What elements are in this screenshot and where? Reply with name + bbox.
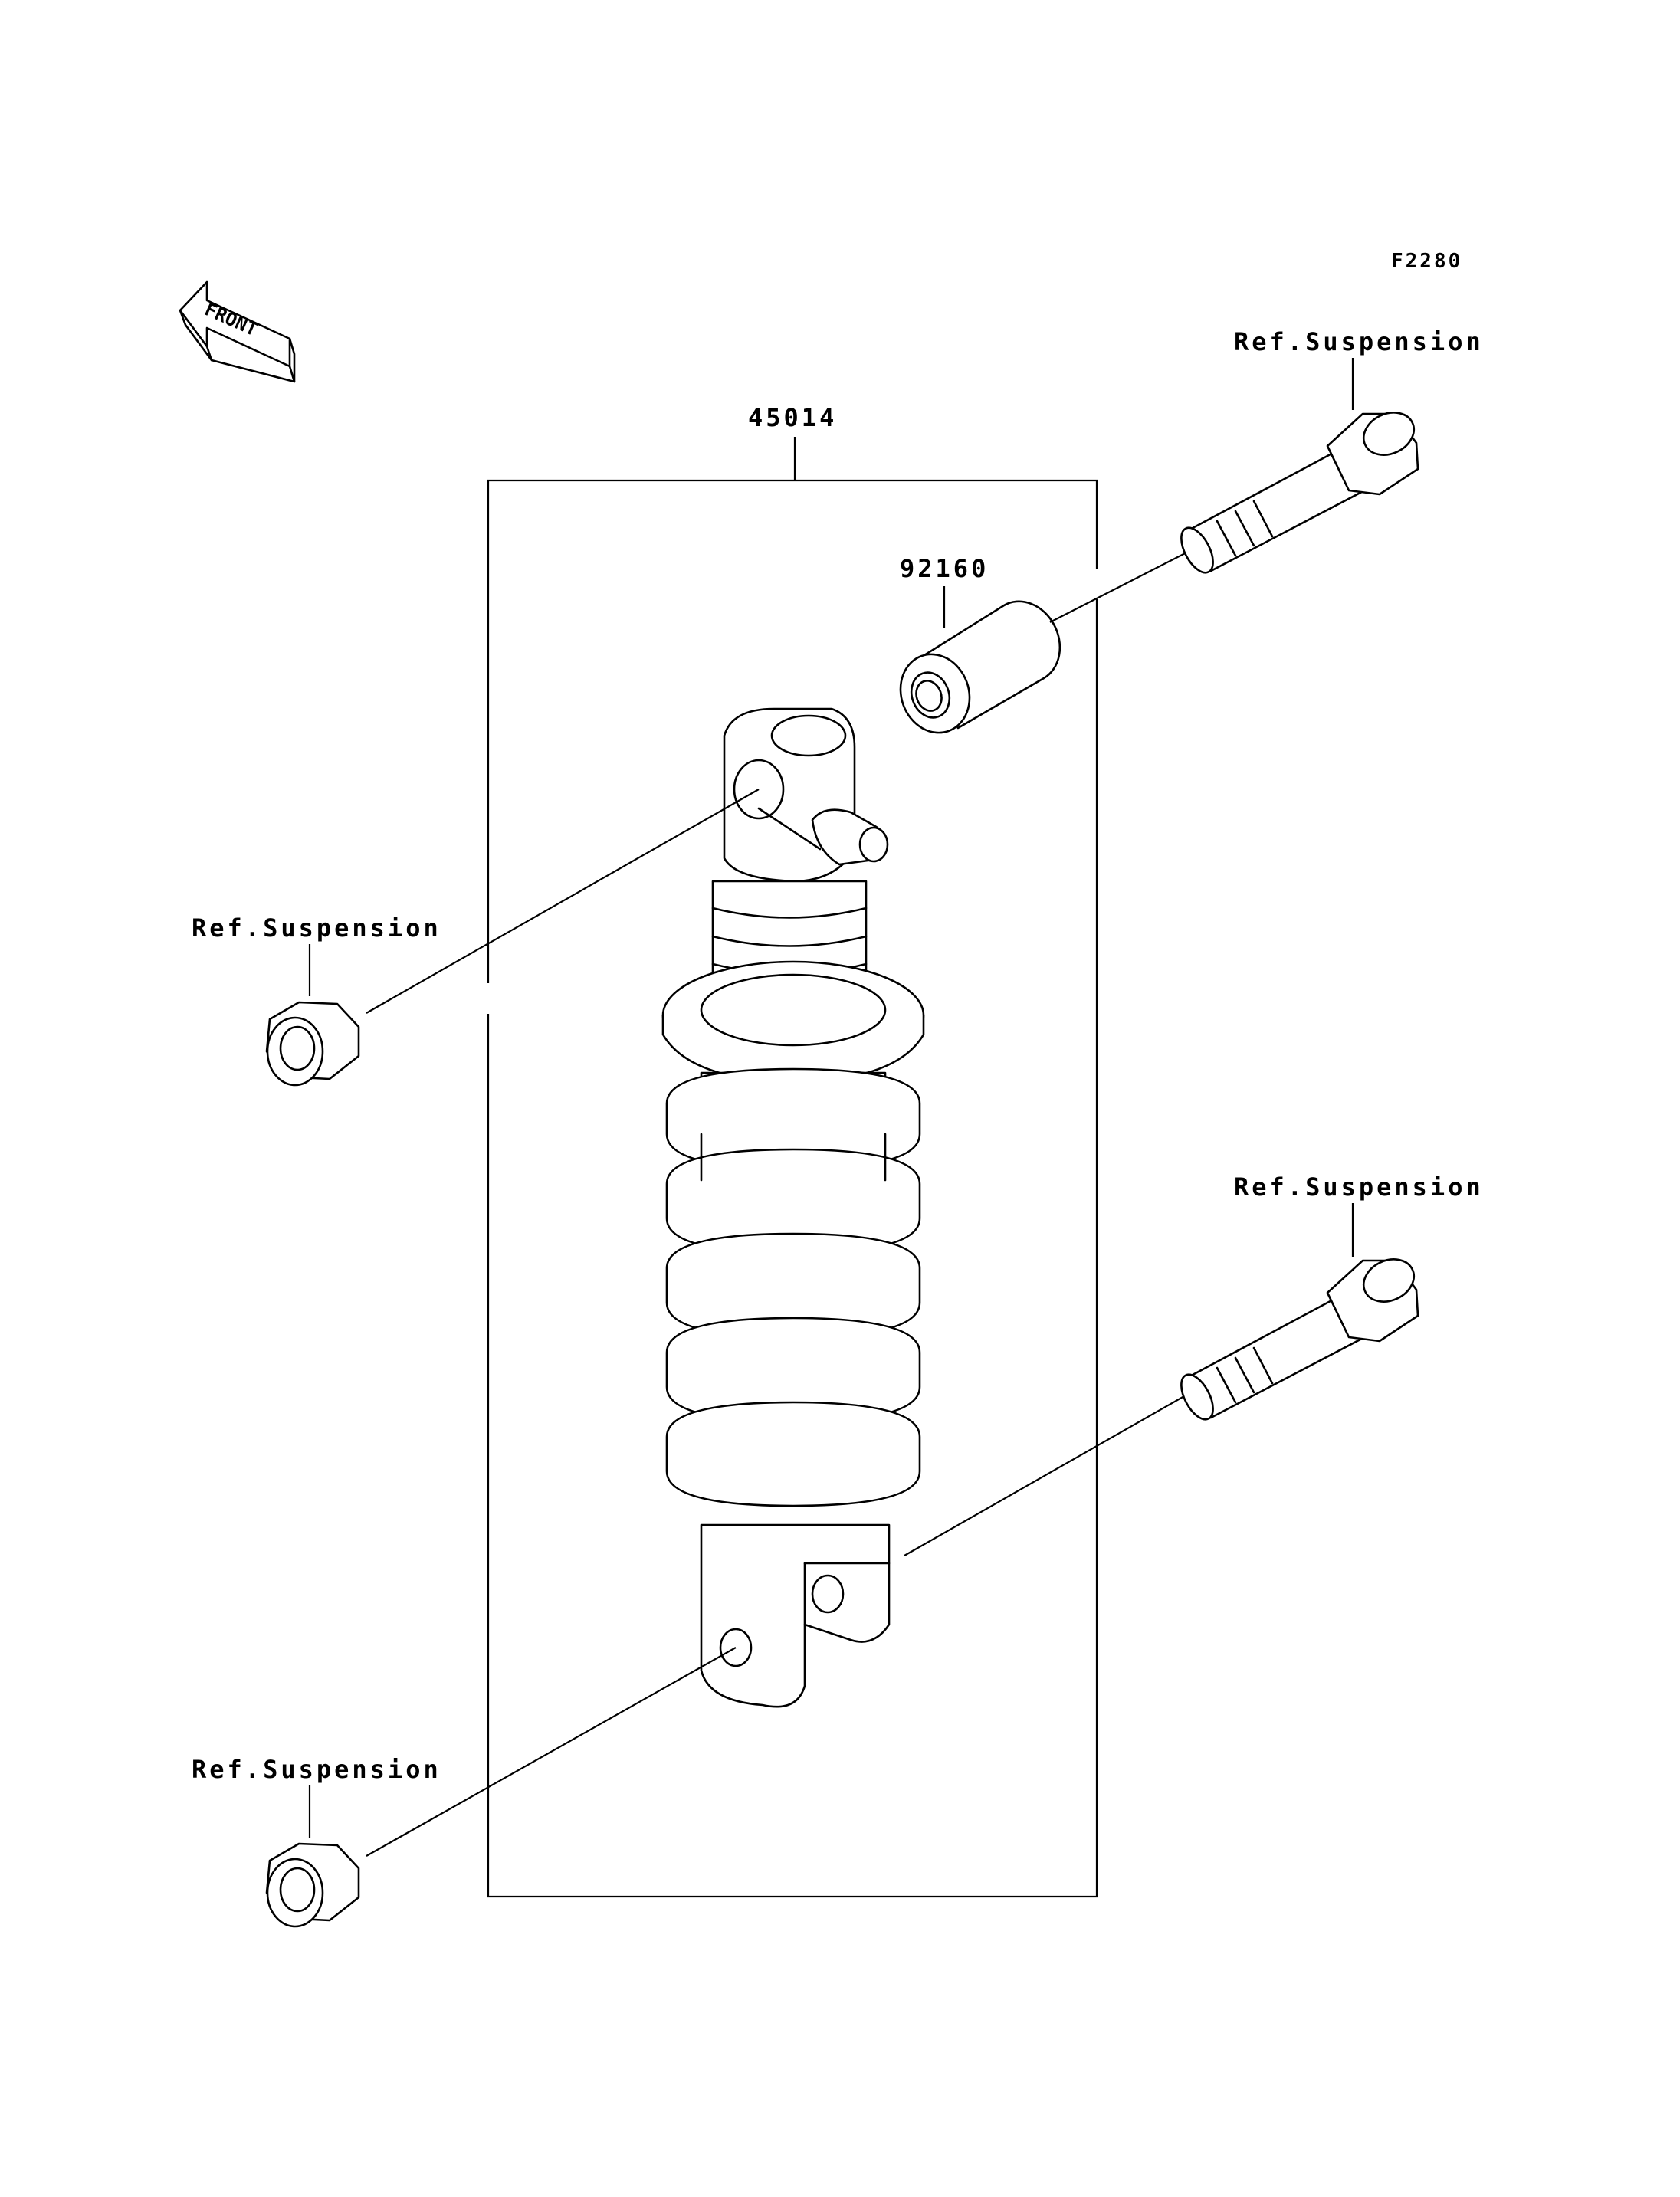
ref-bottom-nut: Ref.Suspension: [192, 1755, 441, 1784]
ref-bottom-bolt: Ref.Suspension: [1234, 1172, 1484, 1202]
assembly-bracket: [487, 437, 1098, 1898]
diagram-code: F2280: [1391, 250, 1462, 273]
bottom-bolt: [1180, 1258, 1419, 1421]
part-number-45014: 45014: [748, 403, 837, 432]
shock-absorber-45014: [661, 707, 925, 1708]
front-arrow-icon: FRONT: [179, 280, 296, 383]
ref-top-nut: Ref.Suspension: [192, 913, 441, 943]
top-nut: [265, 1001, 360, 1087]
part-number-92160: 92160: [900, 554, 989, 583]
bottom-nut: [265, 1842, 360, 1928]
top-bolt: [1180, 412, 1419, 574]
ref-top-bolt: Ref.Suspension: [1234, 327, 1484, 356]
bushing-92160: [899, 600, 1061, 734]
